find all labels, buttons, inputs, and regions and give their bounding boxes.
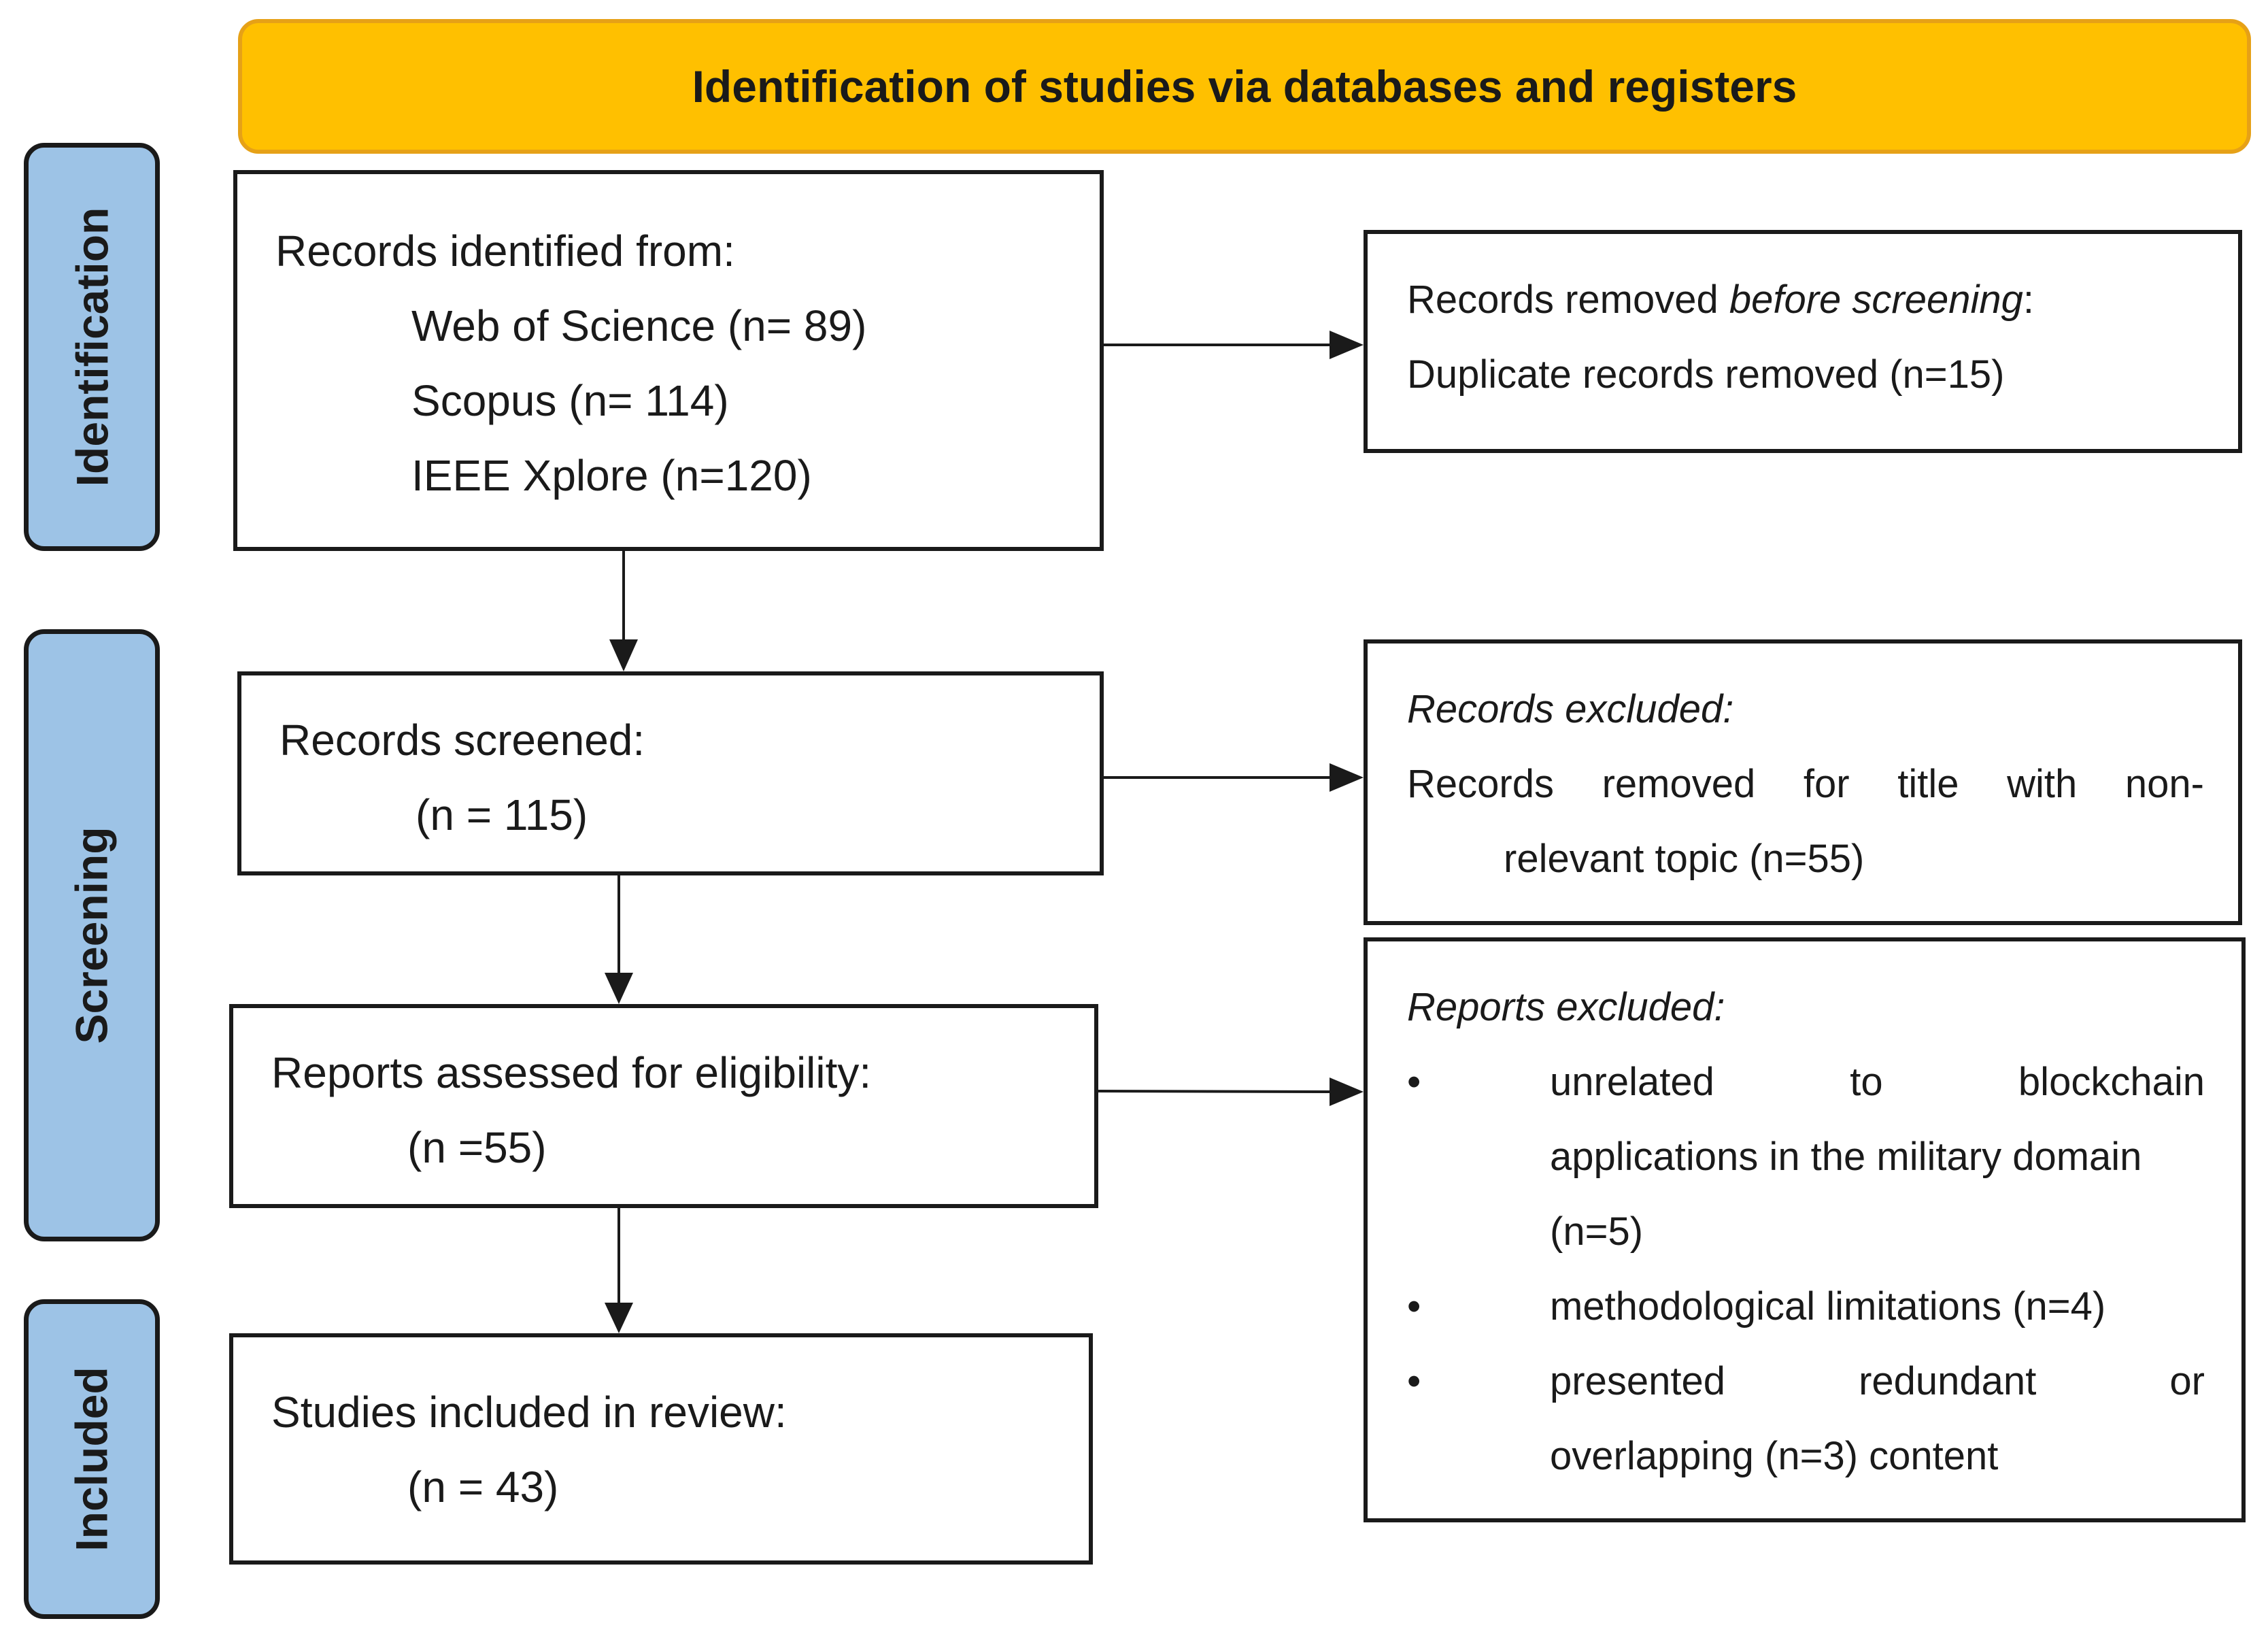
records-removed-box: Records removed before screening: Duplic… [1364,230,2242,453]
arrowhead-icon [609,639,638,671]
records-screened-title: Records screened: [280,716,645,765]
header-title: Identification of studies via databases … [692,61,1797,112]
arrowhead-icon [1330,1077,1364,1106]
exclusion-item-methodological: • methodological limitations (n=4) [1407,1269,2205,1344]
source-ieee-xplore: IEEE Xplore (n=120) [411,451,812,500]
arrowhead-icon [1330,763,1364,792]
reports-assessed-box: Reports assessed for eligibility: (n =55… [229,1004,1098,1208]
records-excluded-box: Records excluded: Records removed for ti… [1364,639,2242,925]
arrow-assessed-to-reports-excluded [1098,1090,1330,1093]
exclusion-item-redundant: • presented redundant or overlapping (n=… [1407,1344,2205,1494]
studies-included-title: Studies included in review: [271,1388,787,1437]
exclusion-item-unrelated: • unrelated to blockchain applications i… [1407,1045,2205,1269]
studies-included-count: (n = 43) [407,1462,559,1511]
studies-included-box: Studies included in review: (n = 43) [229,1333,1093,1565]
phase-included: Included [24,1299,160,1619]
bullet-icon: • [1407,1284,1421,1328]
reports-excluded-box: Reports excluded: • unrelated to blockch… [1364,937,2246,1522]
records-excluded-line2: relevant topic (n=55) [1504,837,1865,881]
records-excluded-title: Records excluded: [1407,687,1734,731]
phase-screening: Screening [24,629,160,1241]
bullet-icon: • [1407,1359,1421,1403]
bullet-icon: • [1407,1060,1421,1104]
records-removed-title: Records removed before screening: [1407,278,2035,322]
reports-assessed-count: (n =55) [407,1123,547,1172]
phase-identification: Identification [24,143,160,551]
duplicate-records-text: Duplicate records removed (n=15) [1407,352,2005,397]
header-banner: Identification of studies via databases … [238,19,2251,154]
before-screening-emphasis: before screening [1729,278,2023,322]
records-excluded-line1: Records removed for title with non- [1407,762,2204,806]
reports-excluded-title: Reports excluded: [1407,985,1725,1029]
arrowhead-icon [1330,331,1364,359]
reports-assessed-title: Reports assessed for eligibility: [271,1048,872,1097]
source-scopus: Scopus (n= 114) [411,376,729,425]
arrowhead-icon [605,1303,633,1333]
records-identified-title: Records identified from: [275,227,735,275]
arrowhead-icon [605,973,633,1004]
records-screened-box: Records screened: (n = 115) [237,671,1104,875]
records-identified-box: Records identified from: Web of Science … [233,170,1104,551]
source-web-of-science: Web of Science (n= 89) [411,301,867,350]
records-screened-count: (n = 115) [416,790,588,839]
